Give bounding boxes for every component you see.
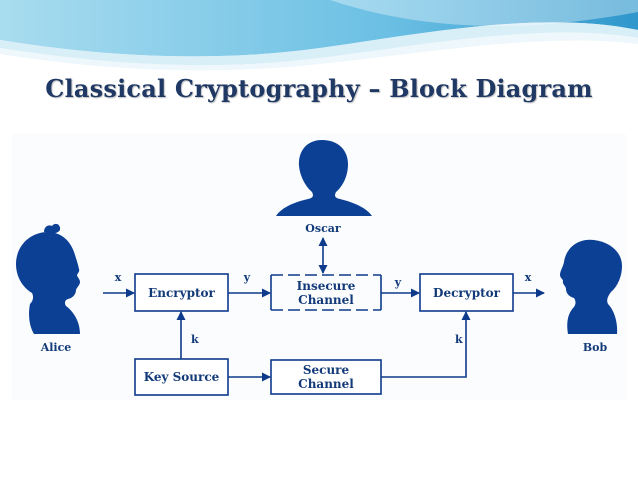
signal-k-encryptor: k [191,333,199,346]
key-source-label: Key Source [144,370,220,384]
decryptor-label: Decryptor [433,286,501,300]
decryptor-block: Decryptor [419,273,514,312]
secure-channel-block: Secure Channel [270,359,382,395]
oscar-label: Oscar [305,222,341,235]
insecure-channel-label-line1: Insecure [297,279,356,293]
bob-label: Bob [583,341,608,354]
signal-x-out: x [525,271,532,284]
signal-x-in: x [115,271,122,284]
insecure-channel-label-line2: Channel [298,293,354,307]
signal-y-in: y [394,276,402,289]
bob-silhouette-icon [560,239,622,334]
key-source-block: Key Source [134,358,229,396]
person-bust-silhouette-icon [276,140,372,216]
insecure-channel-block: Insecure Channel [270,274,382,311]
encryptor-block: Encryptor [134,273,229,312]
alice-label: Alice [40,341,72,354]
encryptor-label: Encryptor [148,286,215,300]
alice-silhouette-icon [16,223,80,334]
secure-channel-label-line2: Channel [298,377,354,391]
arrow-securechannel-to-decryptor [381,311,471,378]
signal-k-decryptor: k [455,333,463,346]
slide-title: Classical Cryptography – Block Diagram [45,74,593,103]
secure-channel-label-line1: Secure [303,363,350,377]
signal-y-out: y [243,271,251,284]
wave-banner [0,0,638,71]
